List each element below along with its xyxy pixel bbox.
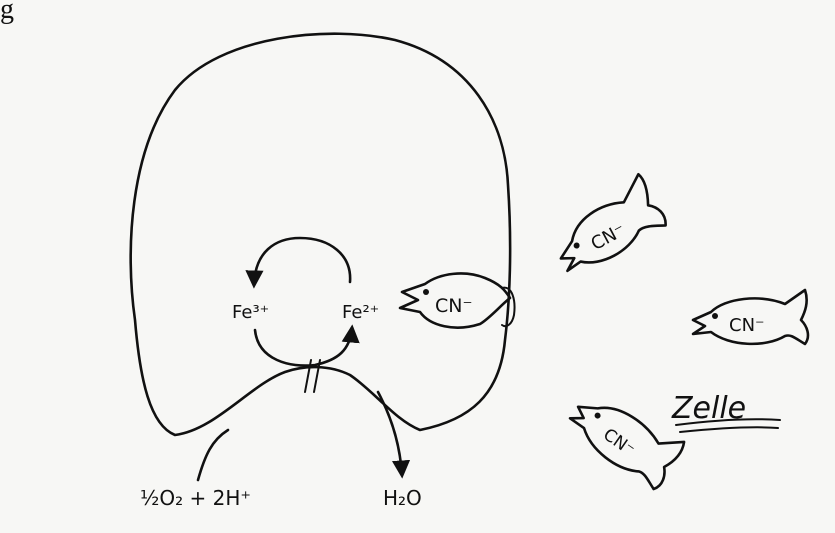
- product-arrow: [378, 392, 402, 475]
- reactant-label: ½O₂ + 2H⁺: [140, 486, 251, 510]
- cell-underline-2: [680, 427, 778, 432]
- product-label: H₂O: [383, 486, 422, 510]
- cyanide-fish-bound: CN⁻: [400, 273, 510, 327]
- fe2-label: Fe²⁺: [342, 302, 379, 323]
- reactant-line: [198, 430, 228, 480]
- redox-cycle-top-arrow: [254, 238, 350, 285]
- redox-cycle-bottom-arrow: [255, 328, 352, 366]
- svg-text:CN⁻: CN⁻: [599, 425, 638, 461]
- cyanide-fish-right: CN⁻: [693, 290, 808, 344]
- cyanide-label: CN⁻: [435, 295, 473, 317]
- cyanide-fish-bottom: CN⁻: [563, 381, 688, 493]
- cyanide-fish-top: CN⁻: [543, 173, 669, 278]
- enzyme-outline: [131, 34, 510, 435]
- fe3-label: Fe³⁺: [232, 302, 269, 323]
- svg-text:CN⁻: CN⁻: [729, 315, 765, 336]
